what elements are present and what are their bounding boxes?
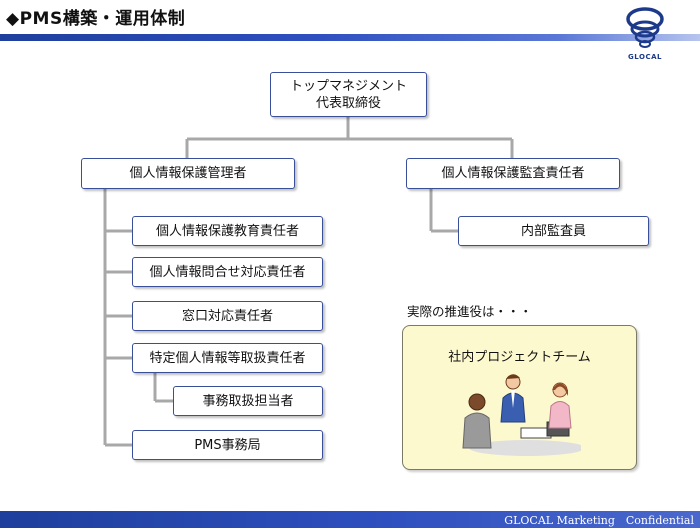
specific-info-manager-box: 特定個人情報等取扱責任者 — [132, 343, 323, 373]
privacy-manager-label: 個人情報保護管理者 — [129, 166, 247, 181]
clerical-staff-box: 事務取扱担当者 — [173, 386, 323, 416]
specific-info-manager-label: 特定個人情報等取扱責任者 — [149, 350, 306, 366]
privacy-manager-box: 個人情報保護管理者 — [81, 158, 295, 189]
page-title: ◆PMS構築・運用体制 — [6, 9, 186, 29]
glocal-logo — [626, 7, 664, 48]
pms-secretariat-label: PMS事務局 — [194, 437, 261, 453]
internal-auditor-label: 内部監査員 — [520, 223, 586, 239]
logo-text: GLOCAL — [628, 53, 662, 61]
top-management-label: トップマネジメント — [289, 78, 407, 94]
top-management-box: トップマネジメント 代表取締役 — [270, 72, 427, 117]
window-manager-box: 窓口対応責任者 — [132, 301, 323, 331]
footer-text: GLOCAL Marketing Confidential — [504, 514, 694, 527]
window-manager-label: 窓口対応責任者 — [181, 308, 273, 324]
pms-secretariat-box: PMS事務局 — [132, 430, 323, 460]
audit-manager-label: 個人情報保護監査責任者 — [441, 166, 585, 181]
audit-manager-box: 個人情報保護監査責任者 — [406, 158, 620, 189]
header-bar — [0, 34, 700, 41]
promoter-note: 実際の推進役は・・・ — [407, 304, 533, 319]
internal-auditor-box: 内部監査員 — [458, 216, 649, 246]
inquiry-manager-label: 個人情報問合せ対応責任者 — [149, 264, 306, 280]
inquiry-manager-box: 個人情報問合せ対応責任者 — [132, 257, 323, 287]
education-manager-box: 個人情報保護教育責任者 — [132, 216, 323, 246]
project-team-label: 社内プロジェクトチーム — [448, 350, 591, 365]
clerical-staff-label: 事務取扱担当者 — [202, 393, 294, 409]
team-meeting-illustration — [462, 374, 581, 456]
representative-label: 代表取締役 — [315, 95, 381, 111]
footer-bar — [0, 511, 700, 528]
project-team-box: 社内プロジェクトチーム — [402, 325, 637, 470]
education-manager-label: 個人情報保護教育責任者 — [155, 223, 299, 239]
